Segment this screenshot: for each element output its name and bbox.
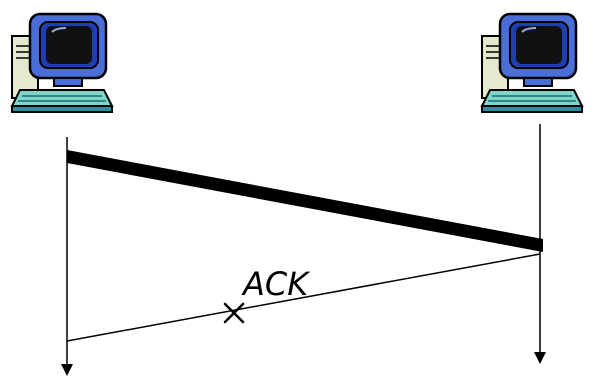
sender-time-arrowhead [61,364,73,376]
data-segment-arrow [67,150,543,252]
sender-computer-icon [10,12,114,113]
receiver-computer-icon [480,12,584,113]
receiver-time-arrowhead [534,352,546,364]
ack-arrow [66,253,541,342]
ack-label: ACK [241,265,311,303]
ack-lost-x-marker [223,302,245,324]
sender-timeline [61,137,73,376]
